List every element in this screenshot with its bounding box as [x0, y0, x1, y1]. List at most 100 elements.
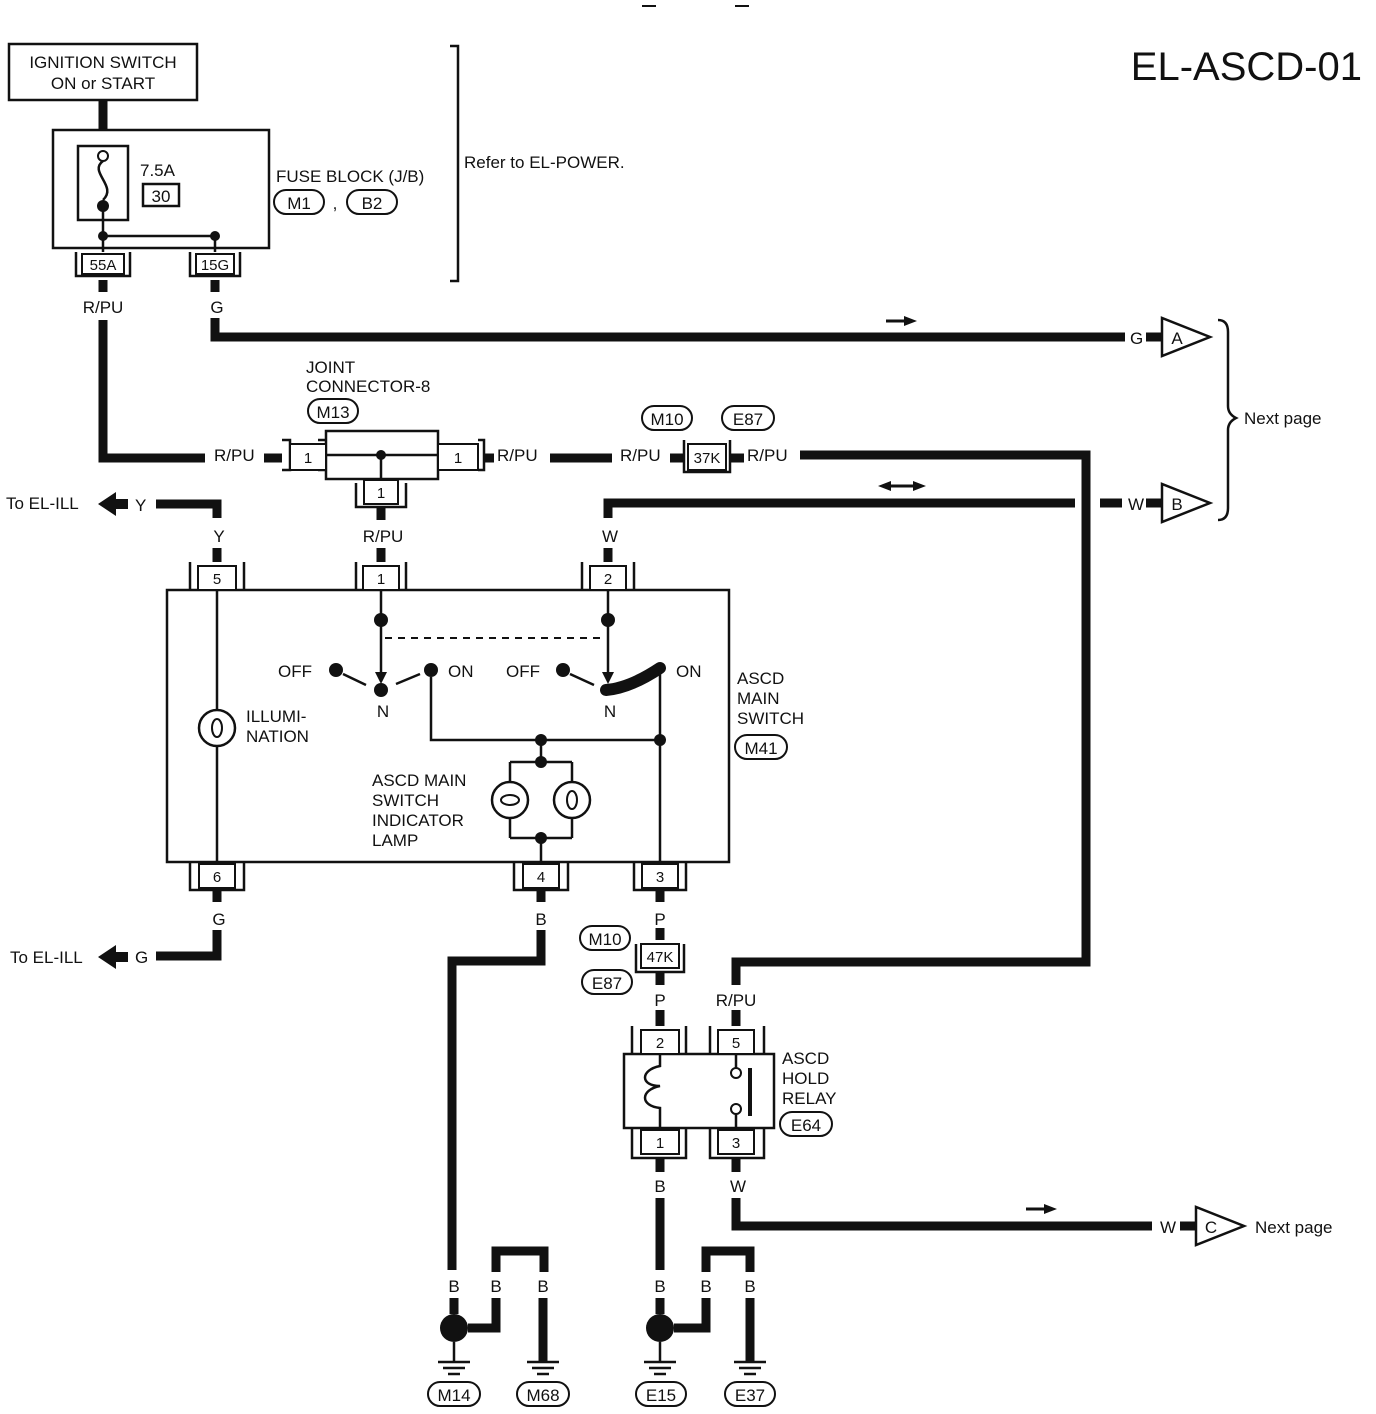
connector-badge-e64	[779, 1111, 833, 1137]
ground-badge-m68	[516, 1381, 570, 1407]
svg-text:2: 2	[604, 571, 612, 588]
svg-text:55A: 55A	[90, 257, 117, 274]
joint-pin-right: 1	[437, 438, 486, 472]
svg-text:1: 1	[454, 450, 462, 467]
ground-id-e15: E15	[646, 1386, 676, 1405]
off-page-connector-b: B	[1160, 482, 1214, 524]
switch-1-on-label: ON	[448, 662, 474, 681]
wire-b-to-m14	[447, 930, 546, 1270]
inline-connector-37k: 37K	[682, 440, 732, 474]
main-switch-label-1: ASCD	[737, 669, 784, 688]
joint-pin-left: 1	[282, 438, 327, 472]
svg-text:4: 4	[537, 869, 545, 886]
inline-connector-47k: 47K	[634, 943, 686, 974]
ascd-hold-relay: 2 5 1 3	[622, 1026, 776, 1160]
wire-label-b-switch: B	[535, 910, 546, 929]
svg-text:1: 1	[377, 485, 385, 502]
off-page-connector-c: C	[1194, 1205, 1248, 1247]
main-switch-label-2: MAIN	[737, 689, 780, 708]
wire-label-g-fuse: G	[210, 298, 223, 317]
wire-label-rpu-joint-in: R/PU	[214, 446, 255, 465]
off-page-connector-a: A	[1160, 316, 1214, 358]
switch-pin-6: 6	[188, 862, 246, 892]
connector-badge-m10-top	[641, 405, 693, 431]
relay-pin-5: 5	[708, 1026, 766, 1055]
ground-badge-m14	[427, 1381, 481, 1407]
fuse-rating: 7.5A	[140, 161, 176, 180]
ground-symbol-e37-icon	[734, 1360, 766, 1376]
connector-id-e64: E64	[791, 1116, 821, 1135]
wire-g-el-ill	[156, 930, 222, 961]
connector-badge-m10-bottom	[579, 925, 631, 951]
switch-pin-3: 3	[632, 862, 688, 892]
ground-id-m68: M68	[526, 1386, 559, 1405]
ascd-main-switch: 5 1 2 6 4 3	[165, 562, 731, 892]
wire-label-b-e15-jumper: B	[700, 1277, 711, 1296]
to-el-ill-label-y: To EL-ILL	[6, 494, 79, 513]
connector-id-m13: M13	[316, 403, 349, 422]
switch-2-off-label: OFF	[506, 662, 540, 681]
wire-rpu-to-relay	[731, 450, 1091, 985]
flow-arrow-right-a	[886, 316, 917, 326]
connector-badge-b2	[346, 189, 398, 215]
ground-splice-m14	[440, 1314, 468, 1342]
wire-label-p-relay: P	[654, 991, 665, 1010]
svg-text:5: 5	[732, 1035, 740, 1052]
relay-pin-3: 3	[708, 1128, 766, 1160]
connector-id-e87-bottom: E87	[592, 974, 622, 993]
svg-text:6: 6	[213, 869, 221, 886]
relay-pin-2: 2	[630, 1026, 688, 1055]
to-el-ill-g: To EL-ILL	[10, 945, 128, 969]
switch-2-n-label: N	[604, 702, 616, 721]
fuse-block: 7.5A 30	[51, 128, 271, 252]
connector-id-e87-top: E87	[733, 410, 763, 429]
power-note: Refer to EL-POWER.	[464, 153, 625, 172]
next-page-label-c: Next page	[1255, 1218, 1333, 1237]
wire-label-w-relay: W	[730, 1177, 746, 1196]
next-page-label-ab: Next page	[1244, 409, 1322, 428]
illumination-label-2: NATION	[246, 727, 309, 746]
ignition-switch-line2: ON or START	[51, 74, 155, 93]
wire-label-b-e37: B	[744, 1277, 755, 1296]
connector-id-m1: M1	[287, 194, 311, 213]
wire-label-rpu-relay: R/PU	[716, 991, 757, 1010]
wire-w-to-c	[731, 1198, 1152, 1231]
switch-pin-5: 5	[188, 562, 246, 591]
svg-text:3: 3	[656, 869, 664, 886]
flow-arrow-right-c	[1026, 1204, 1057, 1214]
switch-1-contact-n	[374, 683, 388, 697]
svg-text:1: 1	[304, 450, 312, 467]
power-bracket	[450, 44, 460, 283]
ground-id-e37: E37	[735, 1386, 765, 1405]
wire-w-to-b	[603, 498, 1075, 518]
svg-text:1: 1	[377, 571, 385, 588]
svg-text:2: 2	[656, 1035, 664, 1052]
svg-text:B: B	[1171, 495, 1182, 514]
page-title: EL-ASCD-01	[1131, 45, 1362, 89]
connector-id-m10-top: M10	[650, 410, 683, 429]
wire-label-g-switch: G	[212, 910, 225, 929]
illumination-lamp-icon	[197, 708, 237, 748]
ignition-switch: IGNITION SWITCH ON or START	[7, 42, 199, 102]
indicator-label-2: SWITCH	[372, 791, 439, 810]
relay-coil-icon	[643, 1054, 662, 1128]
relay-pin-1: 1	[630, 1128, 688, 1160]
svg-text:3: 3	[732, 1135, 740, 1152]
connector-separator: ,	[333, 194, 338, 213]
wire-label-rpu-37k-in: R/PU	[620, 446, 661, 465]
svg-text:15G: 15G	[201, 257, 229, 274]
svg-text:A: A	[1171, 329, 1183, 348]
hold-relay-label-2: HOLD	[782, 1069, 829, 1088]
connector-badge-m41	[734, 734, 788, 760]
indicator-lamp-left-icon	[490, 780, 530, 820]
fuse-number: 30	[152, 187, 171, 206]
connector-badge-e87-bottom	[581, 969, 633, 995]
wire-g-to-a	[210, 318, 1125, 342]
wire-label-rpu-fuse: R/PU	[83, 298, 124, 317]
pin-55a: 55A	[74, 252, 132, 278]
ground-symbol-m14-icon	[438, 1360, 470, 1376]
wire-label-w-c: W	[1160, 1218, 1176, 1237]
wire-label-rpu-switch: R/PU	[363, 527, 404, 546]
wire-label-p-switch: P	[654, 910, 665, 929]
